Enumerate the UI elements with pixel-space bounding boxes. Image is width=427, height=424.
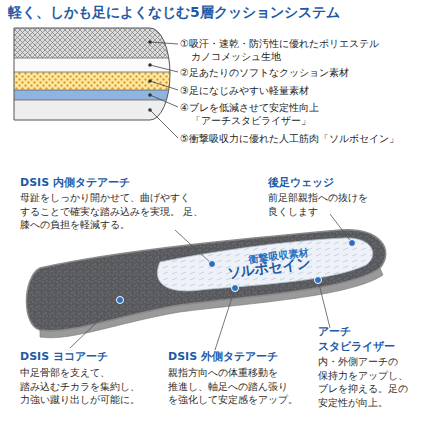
diagram-title: 軽く、しかも足によくなじむ5層クッションシステム	[8, 3, 340, 21]
leader-dot	[148, 63, 152, 67]
cushion-layer	[14, 58, 174, 72]
leader-line	[215, 288, 235, 350]
layer-label: ④ブレを低減させて安定性向上 「アーチスタビライザー」	[180, 101, 427, 127]
callout-heading: DSIS 外側タテアーチ	[168, 350, 313, 364]
callout-dot	[209, 261, 216, 268]
insole-outline	[27, 230, 386, 331]
stabilizer-layer	[14, 90, 174, 100]
layer-leaders	[150, 42, 178, 138]
node-outline	[20, 225, 400, 343]
callout-heading: DSIS ヨコアーチ	[20, 350, 160, 364]
leader-line	[70, 300, 120, 348]
layer-label: ②足あたりのソフトなクッション素材	[180, 66, 427, 79]
layer-label: ③足になじみやすい軽量素材	[180, 84, 427, 97]
leader-line	[150, 81, 178, 90]
callout-body: 中足骨部を支えて、 踏み込むチカラを集約し、 力強い蹴り出しが可能に。	[20, 366, 162, 407]
callout-dot	[349, 240, 356, 247]
leader-line	[330, 214, 352, 243]
callout-body: 内・外側アーチの 保持力をアップし、 ブレを抑える。足の 安定性が向上。	[318, 355, 422, 409]
leader-line	[175, 230, 212, 264]
callout-dot	[117, 297, 124, 304]
callout-heading: アーチ スタビライザー	[318, 324, 406, 354]
leader-dot	[148, 93, 152, 97]
callout-body: 母趾をしっかり開かせて、曲げやすく することで確実な踏み込みを実現。 足、膝への…	[20, 191, 212, 232]
leader-dot	[148, 108, 152, 112]
leader-line	[150, 65, 178, 72]
light-layer	[14, 72, 174, 90]
leader-dots	[148, 40, 152, 112]
callout-lines	[70, 214, 352, 350]
layer-label: ⑤衝撃吸収力に優れた人工筋肉「ソルボセイン」	[180, 132, 427, 145]
cross-section-outline	[14, 28, 170, 120]
callout-heading: DSIS 内側タテアーチ	[20, 176, 220, 190]
callout-body: 親指方向への体重移動を 推進し、軸足への踏ん張り を強化して安定感をアップ。	[168, 366, 316, 407]
layer-label: ①吸汗・速乾・防汚性に優れたポリエステル カノコメッシュ生地	[180, 37, 427, 63]
leader-line	[318, 280, 330, 328]
sorbothane-layer	[14, 100, 174, 120]
callout-heading: 後足ウェッジ	[268, 176, 398, 190]
leader-line	[150, 95, 178, 107]
callout-body: 前足部親指への抜けを 良くします	[268, 191, 396, 218]
mesh-layer	[14, 28, 174, 58]
leader-line	[150, 110, 178, 138]
callout-dot	[232, 285, 239, 292]
leader-line	[150, 42, 178, 44]
leader-dot	[148, 40, 152, 44]
callout-dot	[315, 277, 322, 284]
callout-dots	[117, 240, 356, 304]
insole-shape: 衝撃吸収素材ソルボセイン	[20, 225, 400, 343]
leader-dot	[148, 79, 152, 83]
sorbothane-insert	[157, 238, 372, 291]
layer-boundary	[14, 58, 174, 100]
layer-cross-section	[14, 28, 174, 120]
